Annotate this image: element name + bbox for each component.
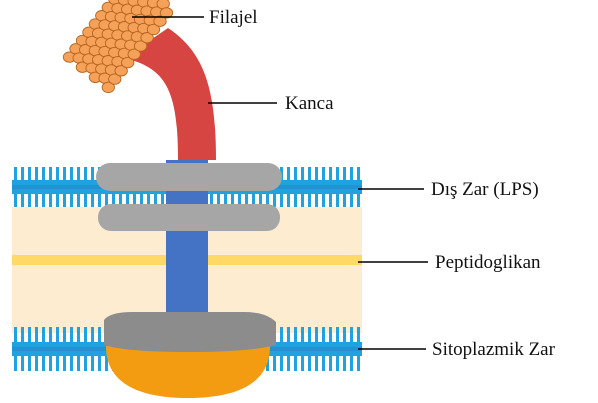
- c-ring-motor: [106, 346, 270, 398]
- p-ring: [98, 204, 280, 231]
- filajel-label: Filajel: [209, 7, 258, 28]
- ms-ring: [104, 312, 276, 352]
- l-ring: [96, 163, 282, 191]
- sitoplazmik-zar-label: Sitoplazmik Zar: [432, 339, 556, 360]
- kanca-label: Kanca: [285, 93, 334, 114]
- peptidoglikan-label: Peptidoglikan: [435, 252, 541, 273]
- dis-zar-label: Dış Zar (LPS): [431, 179, 539, 200]
